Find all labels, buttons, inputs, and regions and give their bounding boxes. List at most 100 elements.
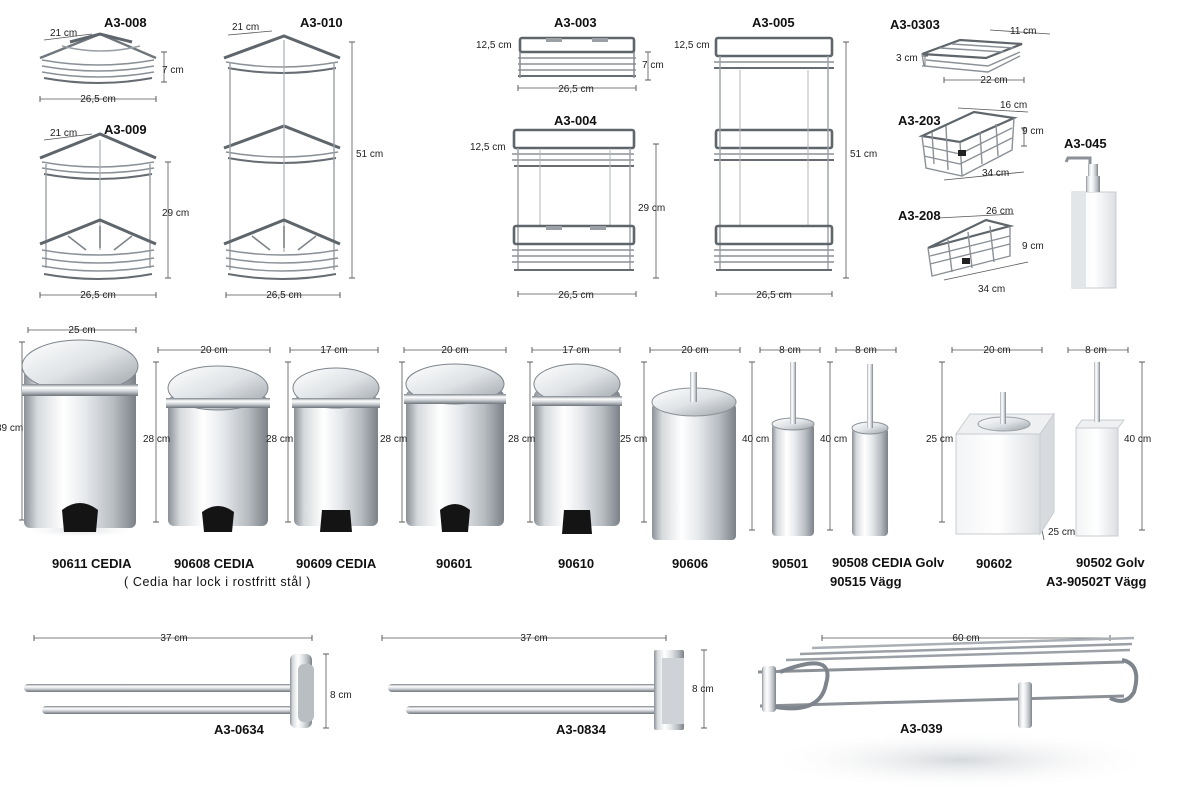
- code-a3-90502t: A3-90502T Vägg: [1046, 574, 1147, 589]
- dim-a3-208-length: 34 cm: [978, 284, 1006, 295]
- dim-a3-003-depth: 12,5 cm: [476, 40, 512, 51]
- code-a3-208: A3-208: [898, 208, 941, 223]
- dim-90601-width: 20 cm: [441, 345, 469, 356]
- code-90606: 90606: [672, 556, 709, 571]
- dim-a3-010-height: 51 cm: [356, 149, 384, 160]
- dim-90601-height: 28 cm: [380, 434, 408, 445]
- dim-a3-208-depth: 26 cm: [986, 206, 1014, 217]
- dim-90602-height: 25 cm: [926, 434, 954, 445]
- code-90502: 90502 Golv: [1076, 555, 1145, 570]
- code-90610: 90610: [558, 556, 595, 571]
- dim-90611-width: 25 cm: [68, 325, 96, 336]
- dim-a3-203-height: 9 cm: [1022, 126, 1044, 137]
- note-cedia-lid: ( Cedia har lock i rostfritt stål ): [124, 575, 312, 589]
- brush-90602: [955, 392, 1055, 536]
- brush-90508: [851, 364, 889, 536]
- dim-a3-008-height: 7 cm: [162, 65, 184, 76]
- a3-003-illustration: [518, 36, 636, 78]
- code-a3-004: A3-004: [554, 113, 597, 128]
- dim-a3-0303-height: 3 cm: [896, 53, 918, 64]
- dim-90608-width: 20 cm: [200, 345, 228, 356]
- dim-90609-height: 28 cm: [266, 434, 294, 445]
- code-90602: 90602: [976, 556, 1013, 571]
- dim-90501-height: 40 cm: [742, 434, 770, 445]
- dim-90508-height: 40 cm: [820, 434, 848, 445]
- code-90508: 90508 CEDIA Golv: [832, 555, 945, 570]
- dim-a3-004-depth: 12,5 cm: [470, 142, 506, 153]
- bin-90610: [532, 363, 622, 534]
- a3-005-illustration: [714, 36, 834, 271]
- code-a3-003: A3-003: [554, 15, 597, 30]
- dim-90508-width: 8 cm: [855, 345, 877, 356]
- code-90601: 90601: [436, 556, 473, 571]
- dim-90610-height: 28 cm: [508, 434, 536, 445]
- dim-a3-039-length: 60 cm: [952, 633, 980, 644]
- code-a3-203: A3-203: [898, 113, 941, 128]
- dim-a3-004-height: 29 cm: [638, 203, 666, 214]
- dim-a3-005-length: 26,5 cm: [756, 290, 792, 301]
- dim-a3-010-width: 21 cm: [232, 22, 260, 33]
- bin-90609: [292, 367, 380, 532]
- towel-shelf-a3-039: [757, 636, 1160, 790]
- code-90609: 90609 CEDIA: [296, 556, 377, 571]
- dim-90610-width: 17 cm: [562, 345, 590, 356]
- code-a3-0303: A3-0303: [890, 17, 940, 32]
- dim-a3-008-length: 26,5 cm: [80, 94, 116, 105]
- bin-90601: [404, 363, 506, 532]
- a3-004-illustration: [512, 128, 636, 271]
- dim-a3-0634-length: 37 cm: [160, 633, 188, 644]
- a3-008-illustration: [39, 32, 157, 84]
- dim-a3-009-width: 21 cm: [50, 128, 78, 139]
- code-90611: 90611 CEDIA: [52, 556, 132, 571]
- a3-0303-illustration: [921, 38, 1023, 73]
- dim-a3-005-height: 51 cm: [850, 149, 878, 160]
- dim-a3-0634-height: 8 cm: [330, 690, 352, 701]
- a3-045-illustration: [1064, 156, 1117, 289]
- code-a3-010: A3-010: [300, 15, 343, 30]
- brush-90501: [771, 362, 815, 536]
- code-a3-045: A3-045: [1064, 136, 1107, 151]
- dim-90602-depth: 25 cm: [1048, 527, 1076, 538]
- dim-a3-003-length: 26,5 cm: [558, 84, 594, 95]
- a3-009-illustration: [39, 132, 157, 280]
- code-90501: 90501: [772, 556, 809, 571]
- code-a3-0834: A3-0834: [556, 722, 606, 737]
- dim-a3-0303-length: 22 cm: [980, 75, 1008, 86]
- a3-010-illustration: [223, 34, 341, 280]
- dim-a3-0834-height: 8 cm: [692, 684, 714, 695]
- dim-a3-208-height: 9 cm: [1022, 241, 1044, 252]
- dim-90502-height: 40 cm: [1124, 434, 1152, 445]
- code-90608: 90608 CEDIA: [174, 556, 255, 571]
- brush-90502: [1075, 362, 1125, 537]
- dim-90501-width: 8 cm: [779, 345, 801, 356]
- a3-203-illustration: [918, 110, 1018, 177]
- dim-a3-0834-length: 37 cm: [520, 633, 548, 644]
- dim-a3-003-height: 7 cm: [642, 60, 664, 71]
- dim-90608-height: 28 cm: [143, 434, 171, 445]
- dim-a3-203-depth: 16 cm: [1000, 100, 1028, 111]
- dim-90611-height: 39 cm: [0, 423, 24, 434]
- a3-208-illustration: [927, 218, 1015, 277]
- dim-90606-width: 20 cm: [681, 345, 709, 356]
- dim-a3-203-length: 34 cm: [982, 168, 1010, 179]
- dim-a3-009-height: 29 cm: [162, 208, 190, 219]
- dim-90609-width: 17 cm: [320, 345, 348, 356]
- bin-90611: [20, 339, 140, 538]
- bin-90608: [166, 365, 270, 532]
- dim-a3-0303-depth: 11 cm: [1010, 26, 1037, 37]
- code-a3-009: A3-009: [104, 122, 147, 137]
- dim-a3-005-depth: 12,5 cm: [674, 40, 710, 51]
- dim-90502-width: 8 cm: [1085, 345, 1107, 356]
- code-a3-005: A3-005: [752, 15, 795, 30]
- depth-markers: [43, 29, 1051, 541]
- dim-a3-004-length: 26,5 cm: [558, 290, 594, 301]
- dim-a3-009-length: 26,5 cm: [80, 290, 116, 301]
- brush-90606: [651, 372, 737, 540]
- dim-a3-010-length: 26,5 cm: [266, 290, 302, 301]
- dim-90602-width: 20 cm: [983, 345, 1011, 356]
- towel-rail-a3-0634: [24, 654, 314, 728]
- towel-rail-a3-0834: [388, 650, 684, 730]
- dimension-lines: [18, 41, 1146, 729]
